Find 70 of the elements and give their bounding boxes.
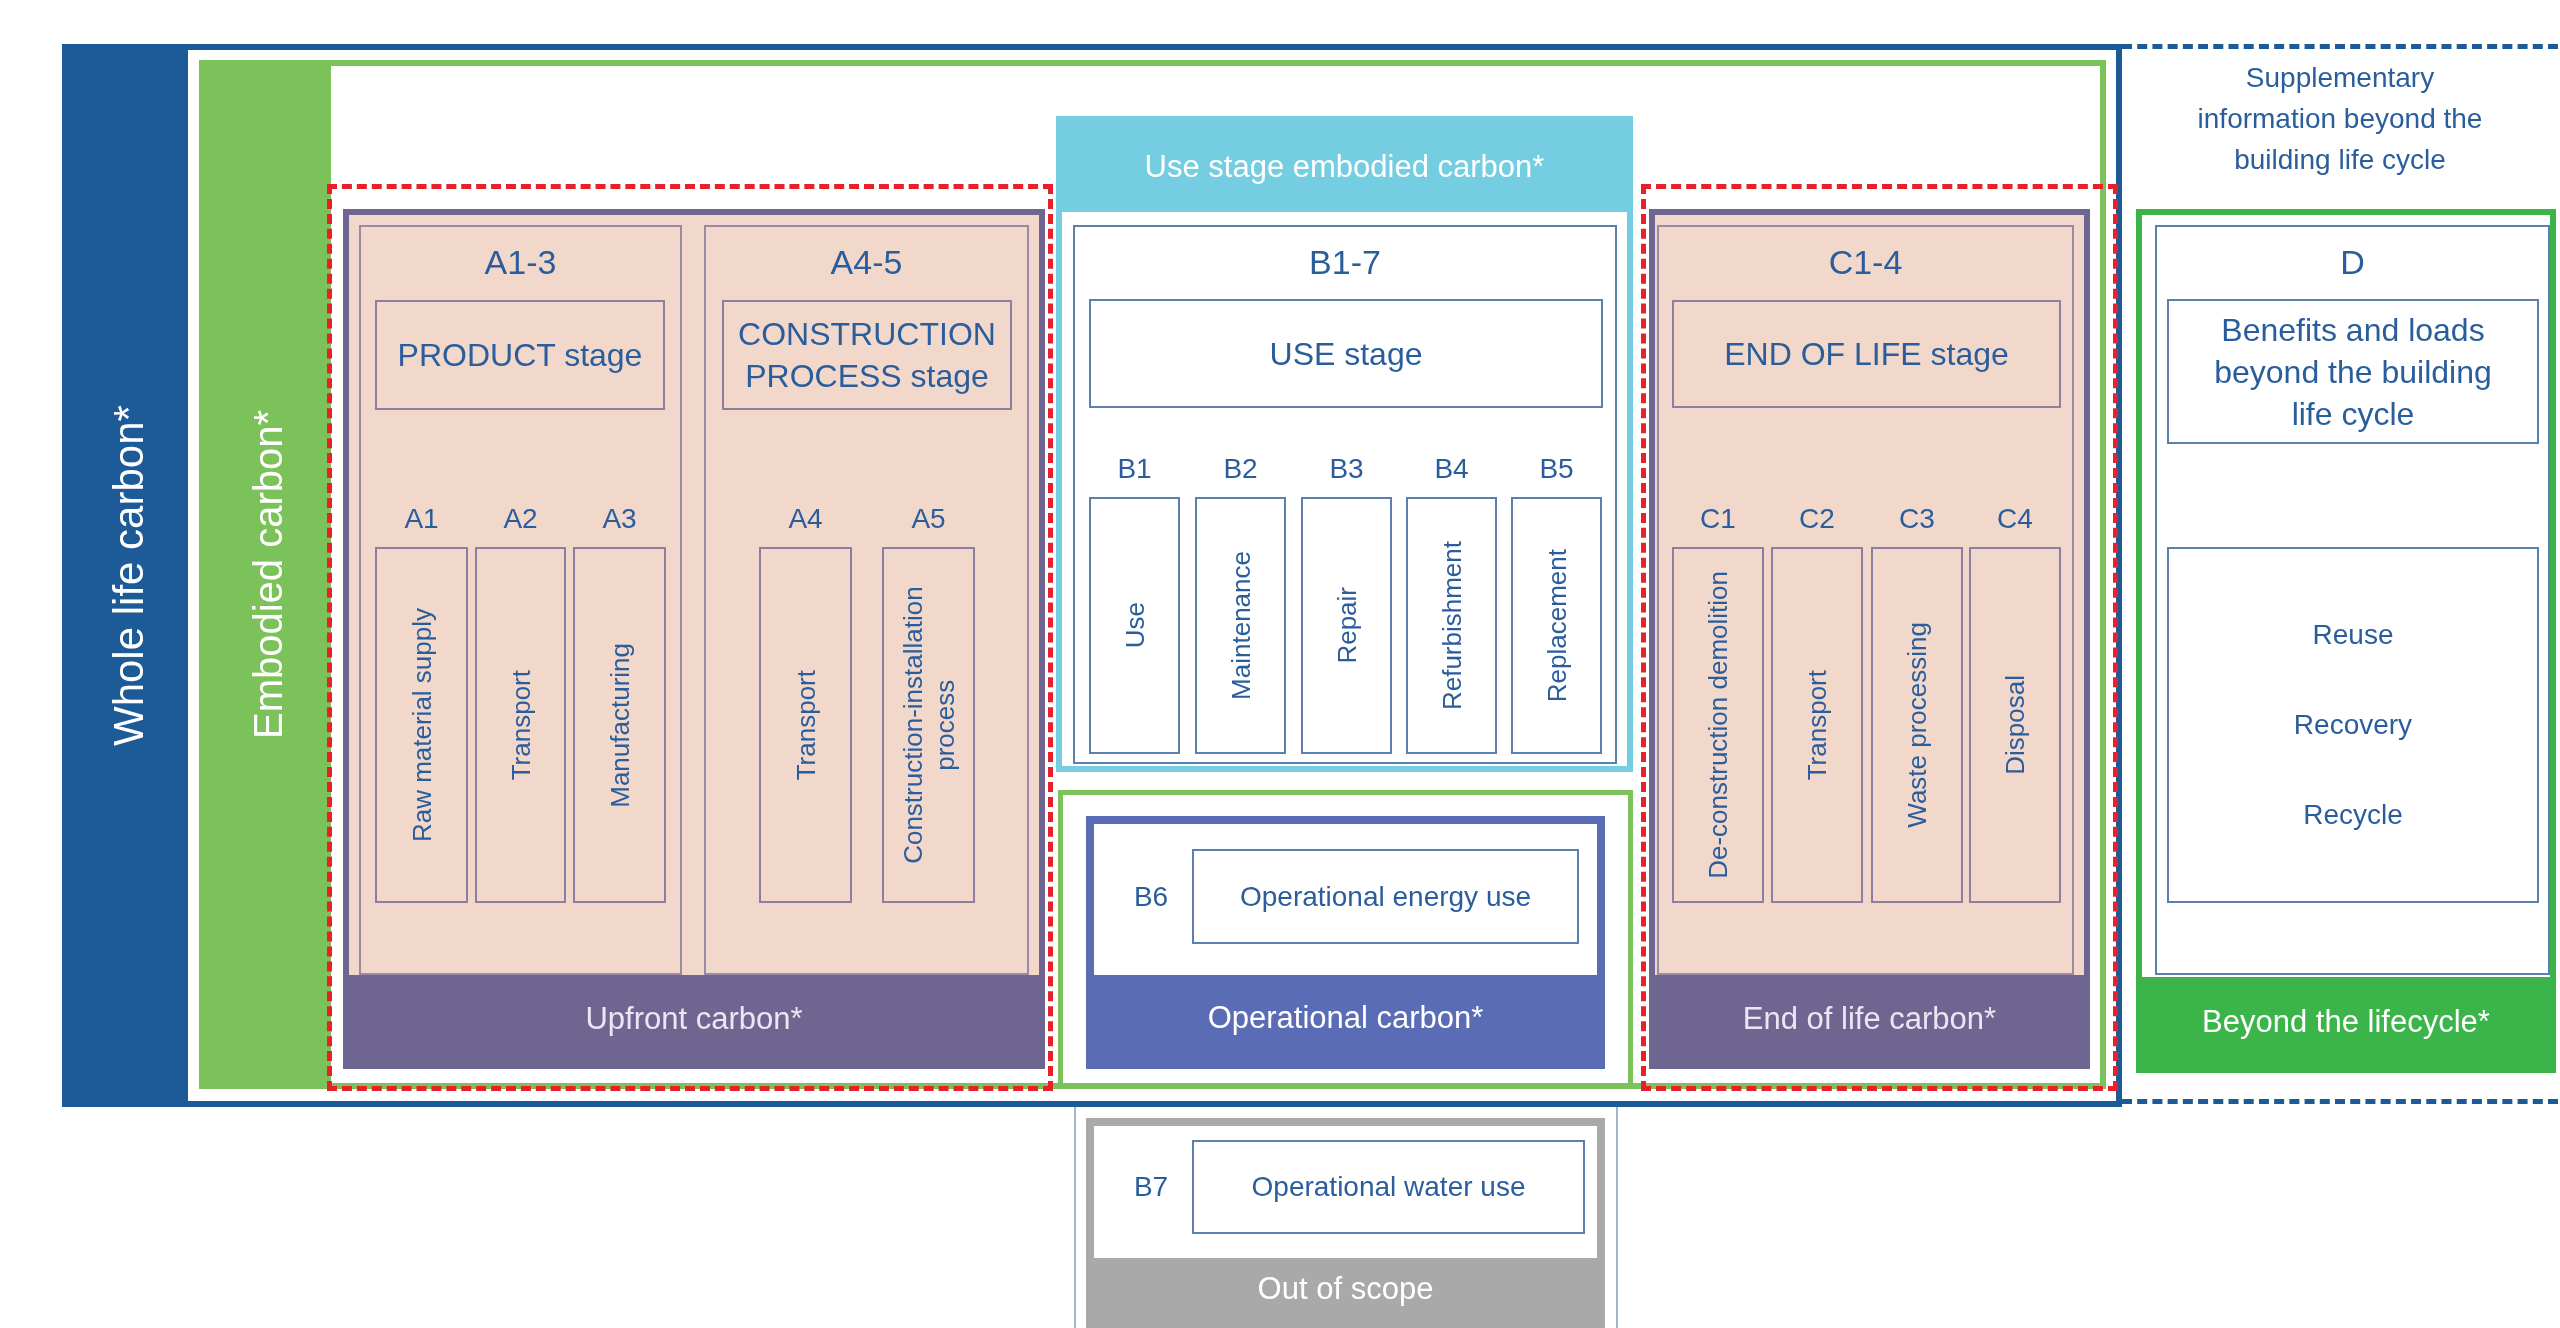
stage-label: CONSTRUCTION PROCESS stage (737, 315, 997, 396)
band-label: Whole life carbon* (68, 50, 188, 1101)
module-label: Use (1118, 602, 1151, 649)
stage-panel (1073, 225, 1617, 764)
stage-label: PRODUCT stage (397, 336, 643, 375)
module-label: Transport (789, 669, 822, 781)
module-code: B6 (1133, 879, 1169, 914)
module-label: Maintenance (1224, 551, 1257, 700)
module-label: Disposal (1999, 675, 2031, 775)
module-label: Construction-installation process (896, 585, 961, 866)
module-code: B7 (1133, 1170, 1169, 1204)
band-label: Upfront carbon* (349, 975, 1039, 1063)
module-code: C4 (1997, 501, 2033, 536)
stage-heading: D (2340, 241, 2365, 283)
stage-box (375, 300, 665, 410)
band-label: Use stage embodied carbon* (1062, 122, 1627, 212)
stage-box (2167, 299, 2539, 444)
bordered-panel (1056, 116, 1633, 772)
band-label: Out of scope (1094, 1258, 1597, 1320)
stage-label: USE stage (1269, 334, 1423, 374)
stage-panel (359, 225, 682, 975)
module-code: A1 (404, 501, 439, 536)
module-label: Refurbishment (1435, 540, 1468, 711)
stage-heading: A1-3 (484, 241, 557, 283)
module-label: Repair (1330, 587, 1363, 664)
band-label: Operational carbon* (1094, 975, 1597, 1061)
stage-panel (1657, 225, 2074, 975)
module-code: B2 (1223, 451, 1258, 486)
module-code: C1 (1700, 501, 1736, 536)
module-code: C2 (1799, 501, 1835, 536)
module-code: A2 (503, 501, 538, 536)
bordered-panel (2136, 209, 2556, 1073)
band-label: End of life carbon* (1655, 975, 2084, 1063)
stage-heading: A4-5 (830, 241, 903, 283)
module-code: B5 (1539, 451, 1574, 486)
module-label: Replacement (1540, 548, 1573, 703)
bordered-panel (1086, 816, 1605, 1069)
dashed-panel (2122, 44, 2558, 1104)
band-label: Beyond the lifecycle* (2142, 977, 2550, 1067)
stage-label: Benefits and loads beyond the building life cycle (2213, 310, 2493, 434)
stage-box (1089, 299, 1603, 408)
module-label: Operational energy use (1239, 879, 1532, 914)
stage-heading: C1-4 (1828, 241, 1903, 283)
module-label: Raw material supply (405, 607, 438, 843)
module-label: Transport (1801, 669, 1833, 781)
module-code: A5 (911, 501, 946, 536)
module-label: Operational water use (1251, 1170, 1526, 1204)
module-code: B3 (1329, 451, 1364, 486)
stage-panel (2155, 225, 2550, 975)
stage-box (1672, 300, 2061, 408)
module-code: B4 (1434, 451, 1469, 486)
module-label: Manufacturing (603, 642, 636, 808)
module-label: Transport (504, 669, 537, 781)
list-item: Recycle (2303, 798, 2403, 832)
stage-heading: B1-7 (1309, 241, 1381, 283)
module-label: De-construction demolition (1702, 571, 1734, 879)
stage-panel (704, 225, 1029, 975)
stage-box (2167, 547, 2539, 903)
module-code: C3 (1899, 501, 1935, 536)
stage-box (722, 300, 1012, 410)
stage-label: END OF LIFE stage (1724, 335, 2009, 374)
bordered-panel (1086, 1118, 1605, 1328)
note-text: Supplementary information beyond the building life cycle (2196, 61, 2484, 177)
module-code: A4 (788, 501, 823, 536)
module-code: B1 (1117, 451, 1152, 486)
list-item: Recovery (2293, 708, 2413, 742)
module-label: Waste processing (1901, 622, 1933, 828)
module-code: A3 (602, 501, 637, 536)
list-item: Reuse (2312, 618, 2394, 652)
band-label: Embodied carbon* (205, 66, 331, 1083)
